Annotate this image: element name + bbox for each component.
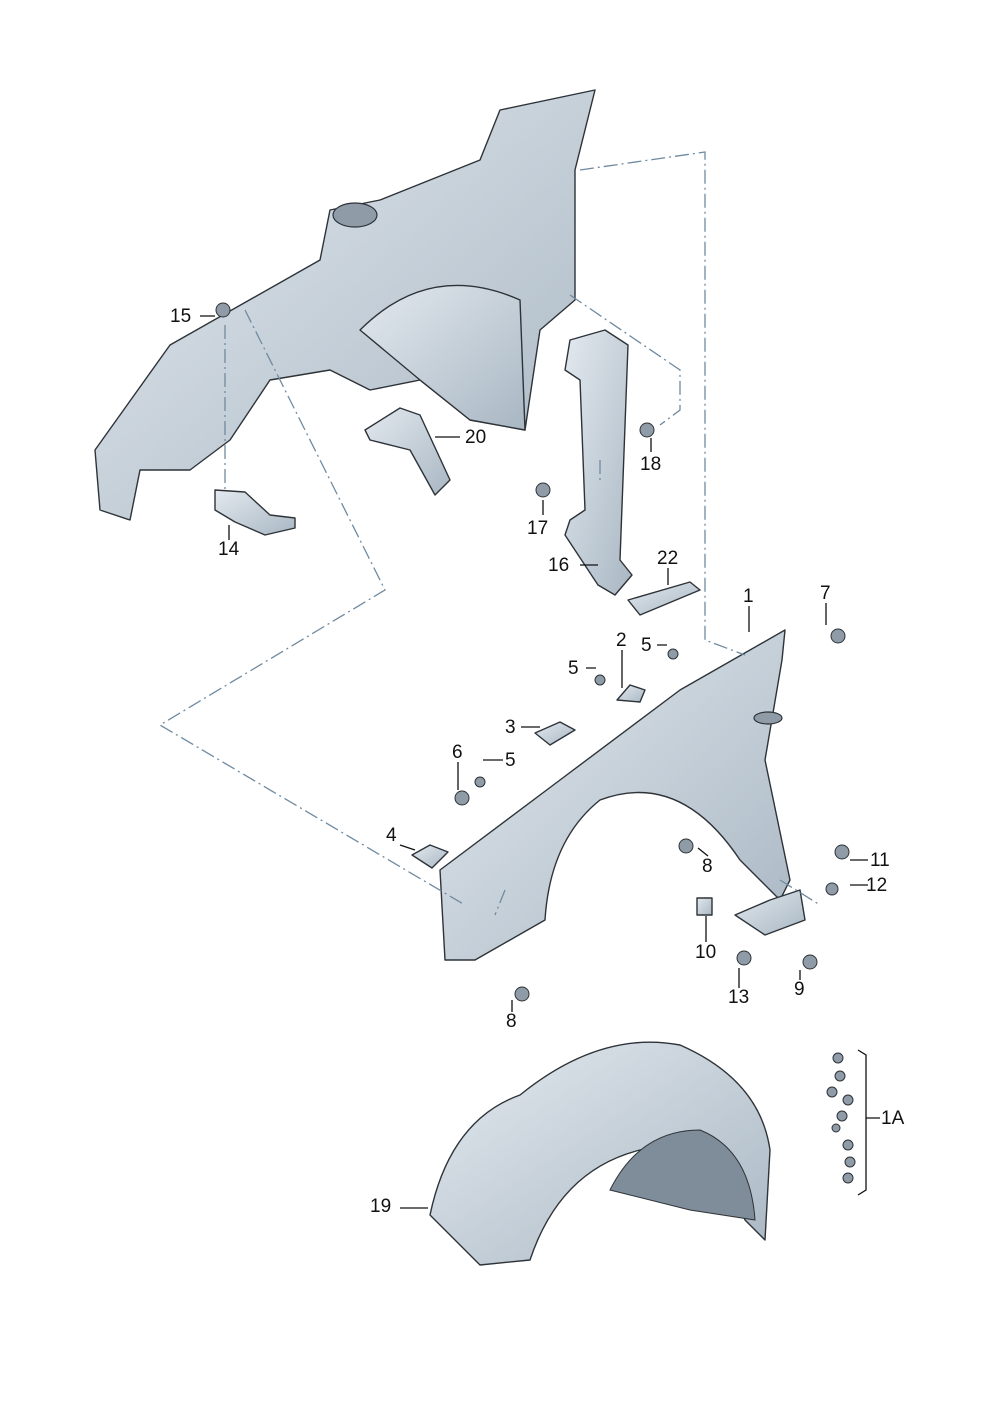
callout-15: 15 — [170, 306, 192, 327]
callout-9: 9 — [794, 979, 805, 1000]
callout-5-a: 5 — [641, 635, 652, 656]
callout-5-c: 5 — [505, 750, 516, 771]
callout-12: 12 — [866, 875, 888, 896]
callout-14: 14 — [218, 539, 240, 560]
part-19-wheel-housing-liner — [429, 1041, 771, 1266]
part-20-bracket — [364, 407, 451, 496]
part-22-block — [627, 581, 701, 616]
callout-22: 22 — [657, 548, 679, 569]
callout-5-b: 5 — [568, 658, 579, 679]
callout-6: 6 — [452, 742, 463, 763]
callout-17: 17 — [527, 518, 549, 539]
part-10-clip — [696, 897, 713, 916]
callout-8-a: 8 — [702, 856, 713, 877]
callout-11: 11 — [870, 850, 890, 871]
part-3-clip — [534, 721, 576, 746]
fender-lower-bracket — [734, 889, 806, 936]
part-4-clip — [411, 844, 449, 869]
dash-dot-reference-lines — [158, 151, 821, 916]
callout-3: 3 — [505, 717, 516, 738]
bracket-1A — [857, 1049, 880, 1196]
callout-10: 10 — [695, 942, 717, 963]
part-14-bracket — [214, 489, 296, 536]
part-1-fender — [439, 629, 791, 961]
callout-8-b: 8 — [506, 1011, 517, 1032]
callout-20: 20 — [465, 427, 487, 448]
fender-side-marker — [753, 711, 783, 725]
callout-13: 13 — [728, 987, 750, 1008]
part-1A-fastener-kit — [826, 1052, 856, 1184]
callout-4: 4 — [386, 825, 397, 846]
callout-7: 7 — [820, 583, 831, 604]
callout-16: 16 — [548, 555, 570, 576]
screws — [215, 302, 850, 1002]
strut-tower — [332, 202, 378, 228]
part-16-bracket — [564, 329, 633, 596]
callout-1A: 1A — [881, 1108, 905, 1129]
part-2-clip — [616, 684, 646, 703]
callout-1: 1 — [743, 586, 754, 607]
leader-lines — [200, 315, 868, 1209]
liner-inner — [609, 1129, 756, 1221]
callout-2: 2 — [616, 630, 627, 651]
callout-18: 18 — [640, 454, 662, 475]
wheel-arch-inner — [359, 284, 526, 431]
callout-19: 19 — [370, 1196, 392, 1217]
